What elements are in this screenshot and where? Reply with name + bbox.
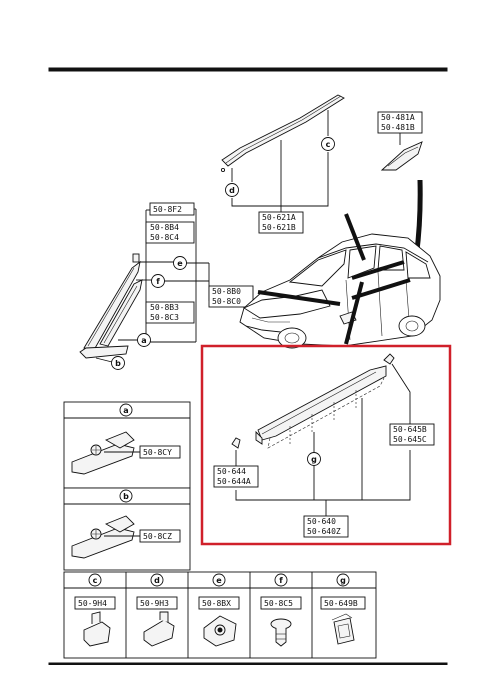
callout-f-pillar: f bbox=[151, 274, 165, 288]
label-8c3-text: 50-8C3 bbox=[150, 313, 179, 322]
triangle-trim-part[interactable] bbox=[380, 141, 423, 171]
pillar-clip-top[interactable] bbox=[132, 253, 140, 263]
label-640-text: 50-640 bbox=[307, 517, 336, 526]
label-640z-text: 50-640Z bbox=[307, 527, 341, 536]
roof-molding[interactable] bbox=[220, 94, 345, 173]
highlight-box bbox=[200, 344, 452, 546]
callout-b-pillar-letter: b bbox=[115, 359, 121, 368]
label-8b0-text: 50-8B0 bbox=[212, 287, 241, 296]
callout-a-pillar-letter: a bbox=[141, 336, 146, 345]
clip-cell-d-letter: d bbox=[154, 576, 160, 585]
label-644[interactable]: 50-644 50-644A bbox=[213, 465, 259, 488]
callout-b-pillar: b bbox=[111, 356, 125, 370]
belt-end-cap-front[interactable] bbox=[231, 437, 241, 449]
label-621a: 50-621A bbox=[262, 213, 296, 222]
belt-molding-strip[interactable] bbox=[255, 365, 387, 449]
callout-d-top: d bbox=[225, 183, 239, 197]
car-illustration bbox=[239, 233, 441, 349]
leader-645 bbox=[391, 363, 411, 424]
clip-detail-b-code: 50-8CZ bbox=[143, 532, 172, 541]
callout-c-top: c bbox=[321, 137, 335, 151]
clip-cell-e-code: 50-8BX bbox=[202, 599, 231, 608]
clip-cell-d-code: 50-9H3 bbox=[140, 599, 169, 608]
clip-detail-a-letter: a bbox=[123, 406, 128, 415]
label-8b3[interactable]: 50-8B3 50-8C3 bbox=[145, 301, 195, 324]
clip-cell-f-code: 50-8C5 bbox=[264, 599, 293, 608]
callout-a-pillar: a bbox=[137, 333, 151, 347]
clip-cell-g[interactable]: g 50-649B bbox=[320, 573, 366, 645]
leader-b bbox=[95, 357, 113, 363]
label-644-text: 50-644 bbox=[217, 467, 246, 476]
arrow-roof-to-car bbox=[344, 213, 366, 261]
label-8f2[interactable]: 50-8F2 bbox=[149, 202, 195, 216]
pillar-lower-sill[interactable] bbox=[79, 345, 129, 359]
callout-d-top-letter: d bbox=[229, 186, 235, 195]
arrow-pillar-to-car bbox=[257, 290, 341, 306]
label-645b-text: 50-645B bbox=[393, 425, 427, 434]
label-621b: 50-621B bbox=[262, 223, 296, 232]
clip-cell-c-code: 50-9H4 bbox=[78, 599, 107, 608]
label-481a: 50-481A bbox=[381, 113, 415, 122]
clip-cell-e-letter: e bbox=[216, 576, 222, 585]
label-8c0-text: 50-8C0 bbox=[212, 297, 241, 306]
bottom-rule bbox=[48, 662, 448, 665]
clip-cell-c-letter: c bbox=[93, 576, 98, 585]
label-8b3-text: 50-8B3 bbox=[150, 303, 179, 312]
label-481[interactable]: 50-481A 50-481B bbox=[377, 111, 423, 134]
label-644a-text: 50-644A bbox=[217, 477, 251, 486]
callout-e-pillar: e bbox=[173, 256, 187, 270]
clip-cell-d[interactable]: d 50-9H3 bbox=[136, 573, 178, 647]
clip-cell-g-code: 50-649B bbox=[324, 599, 358, 608]
belt-end-cap-rear[interactable] bbox=[383, 353, 395, 365]
clip-cell-e[interactable]: e 50-8BX bbox=[198, 573, 240, 647]
clip-detail-b-letter: b bbox=[123, 492, 129, 501]
label-621[interactable]: 50-621A 50-621B bbox=[258, 211, 304, 234]
clip-cell-g-letter: g bbox=[340, 576, 346, 585]
leader-bracket-top bbox=[231, 198, 329, 207]
label-8b0[interactable]: 50-8B0 50-8C0 bbox=[208, 285, 254, 308]
clip-cell-f[interactable]: f 50-8C5 bbox=[260, 573, 302, 647]
arrow-belt-to-car bbox=[344, 281, 364, 345]
callout-e-pillar-letter: e bbox=[177, 259, 183, 268]
label-8b4[interactable]: 50-8B4 50-8C4 bbox=[145, 221, 195, 244]
label-645[interactable]: 50-645B 50-645C bbox=[389, 423, 435, 446]
clip-cell-c[interactable]: c 50-9H4 bbox=[74, 573, 116, 647]
clip-cell-f-letter: f bbox=[279, 576, 283, 585]
top-rule bbox=[48, 67, 448, 72]
clip-detail-a-code: 50-8CY bbox=[143, 448, 172, 457]
clip-detail-a[interactable]: a 50-8CY bbox=[63, 401, 191, 489]
clip-detail-b[interactable]: b 50-8CZ bbox=[63, 487, 191, 571]
label-8c4-text: 50-8C4 bbox=[150, 233, 179, 242]
label-640[interactable]: 50-640 50-640Z bbox=[303, 515, 349, 538]
callout-g-belt-letter: g bbox=[311, 455, 317, 464]
callout-f-pillar-letter: f bbox=[156, 277, 160, 286]
callout-c-top-letter: c bbox=[326, 140, 331, 149]
label-8f2-text: 50-8F2 bbox=[153, 205, 182, 214]
leader-bracket-belt bbox=[235, 450, 411, 501]
callout-g-belt: g bbox=[307, 452, 321, 466]
label-645c-text: 50-645C bbox=[393, 435, 427, 444]
pillar-strip-inner[interactable] bbox=[99, 279, 143, 347]
label-481b: 50-481B bbox=[381, 123, 415, 132]
label-8b4-text: 50-8B4 bbox=[150, 223, 179, 232]
